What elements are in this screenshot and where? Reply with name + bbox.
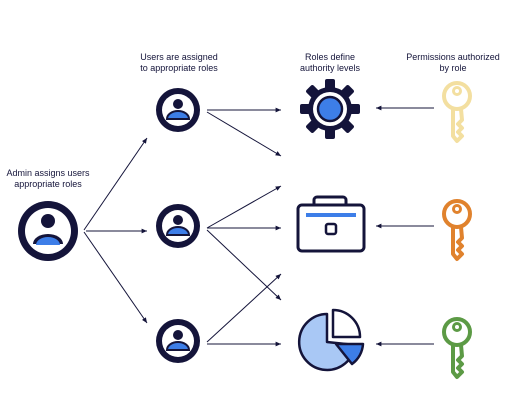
briefcase-icon [296,195,366,253]
key-icon [442,81,472,143]
gear-icon [300,79,360,139]
user-icon [156,319,200,363]
user-to-role-arrows [206,107,282,347]
admin-user-icon [18,201,78,261]
key-icon [442,199,472,261]
admin-to-user-arrows [83,137,148,324]
user-icon [156,204,200,248]
user-icon [156,88,200,132]
pie-chart-icon [297,308,365,372]
permission-to-role-arrows [376,105,434,347]
key-icon [442,317,472,379]
